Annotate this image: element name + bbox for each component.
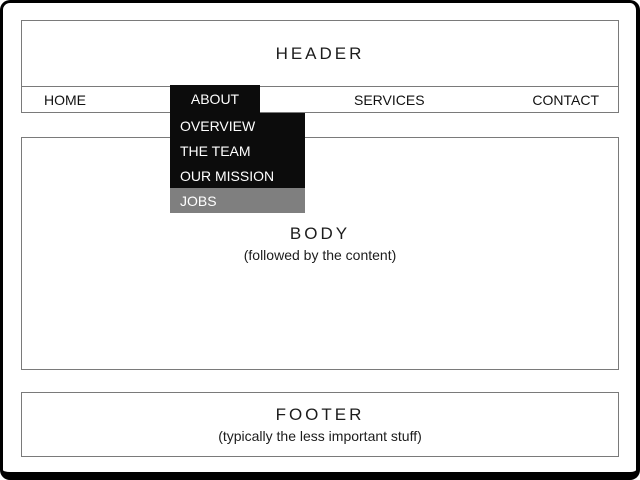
header-title: HEADER: [275, 44, 365, 63]
dropdown-item-the-team[interactable]: THE TEAM: [170, 138, 305, 163]
body-caption: (followed by the content): [243, 247, 397, 263]
dropdown-item-our-mission[interactable]: OUR MISSION: [170, 163, 305, 188]
body-box: BODY (followed by the content): [21, 137, 619, 370]
nav-item-services[interactable]: SERVICES: [354, 91, 425, 108]
nav-item-home[interactable]: HOME: [44, 91, 86, 108]
dropdown-item-jobs[interactable]: JOBS: [170, 188, 305, 213]
footer-caption: (typically the less important stuff): [218, 428, 422, 444]
footer-box: FOOTER (typically the less important stu…: [21, 392, 619, 457]
dropdown-item-overview[interactable]: OVERVIEW: [170, 113, 305, 138]
about-dropdown-menu: OVERVIEW THE TEAM OUR MISSION JOBS: [170, 113, 305, 213]
nav-bar: HOME SERVICES CONTACT: [21, 86, 619, 113]
nav-item-about[interactable]: ABOUT: [170, 85, 260, 113]
body-title: BODY: [289, 224, 351, 243]
nav-item-contact[interactable]: CONTACT: [532, 91, 599, 108]
header-box: HEADER: [21, 20, 619, 87]
footer-title: FOOTER: [275, 405, 365, 424]
